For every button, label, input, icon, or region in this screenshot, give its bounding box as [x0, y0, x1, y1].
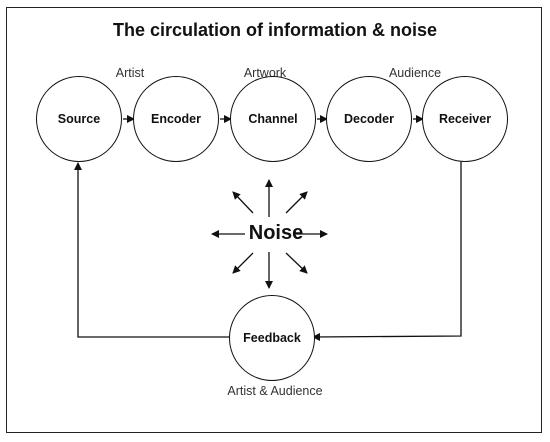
arrow-feedback-source: [74, 162, 231, 338]
diagram-frame: [6, 7, 542, 433]
noise-arrow-down-left: [232, 252, 254, 274]
arrow-receiver-feedback: [312, 162, 462, 341]
node-receiver: Receiver: [422, 76, 508, 162]
caption-audience: Audience: [388, 66, 442, 80]
node-source: Source: [36, 76, 122, 162]
caption-artist-audience: Artist & Audience: [227, 384, 323, 398]
node-encoder: Encoder: [133, 76, 219, 162]
noise-arrow-up-right: [285, 191, 308, 214]
noise-arrow-down-right: [285, 252, 308, 274]
caption-artist: Artist: [115, 66, 145, 80]
node-feedback: Feedback: [229, 295, 315, 381]
noise-label: Noise: [248, 222, 304, 244]
node-decoder: Decoder: [326, 76, 412, 162]
node-channel: Channel: [230, 76, 316, 162]
diagram-title: The circulation of information & noise: [112, 20, 438, 40]
noise-arrow-up-left: [232, 191, 254, 214]
